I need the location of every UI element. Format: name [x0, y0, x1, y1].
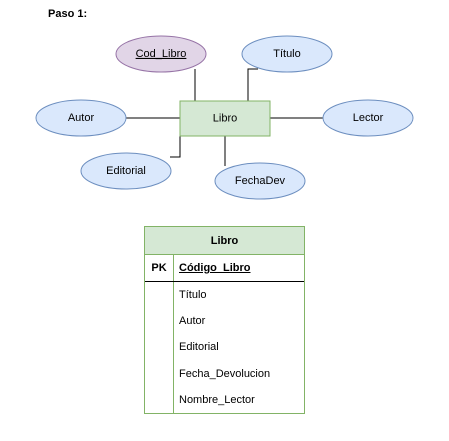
attribute-fechadev-label: FechaDev [235, 175, 286, 187]
table-header: Libro [145, 227, 304, 255]
attribute-editorial-label: Editorial [106, 165, 146, 177]
attribute-fechadev[interactable] [214, 162, 306, 200]
attribute-autor[interactable] [35, 99, 127, 137]
attribute-titulo[interactable] [241, 35, 333, 73]
er-diagram: Libro Cod_Libro Título Autor Lector Edit… [35, 35, 414, 200]
attribute-lector[interactable] [322, 99, 414, 137]
pk-label: PK [145, 255, 174, 281]
entity-libro-label: Libro [213, 112, 237, 124]
table-field[interactable]: Fecha_Devolucion [179, 368, 271, 380]
attribute-cod-libro[interactable] [115, 35, 207, 73]
connector-titulo [247, 68, 258, 101]
table-field[interactable]: Autor [179, 315, 206, 327]
connector-editorial [170, 136, 181, 158]
attribute-lector-label: Lector [353, 112, 384, 124]
table-libro[interactable]: Libro PK Código_Libro Título Autor Edito… [144, 226, 305, 414]
table-field[interactable]: Nombre_Lector [179, 394, 255, 406]
attribute-titulo-label: Título [273, 48, 301, 60]
step-title: Paso 1: [48, 8, 88, 20]
attribute-editorial[interactable] [80, 152, 172, 190]
table-field[interactable]: Editorial [179, 341, 219, 353]
attribute-cod-libro-label: Cod_Libro [136, 48, 187, 60]
table-pk-row[interactable]: PK Código_Libro [145, 255, 304, 282]
pk-field: Código_Libro [179, 262, 251, 274]
attribute-autor-label: Autor [68, 112, 95, 124]
table-field[interactable]: Título [179, 289, 207, 301]
entity-libro[interactable] [179, 100, 271, 137]
key-column [145, 282, 174, 413]
